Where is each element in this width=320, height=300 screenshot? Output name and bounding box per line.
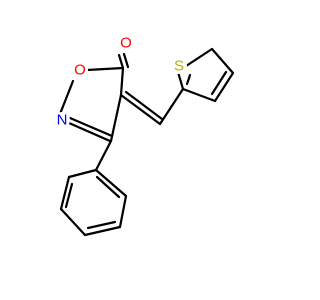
bond-ph-5-6: [118, 194, 128, 229]
bond-thio-c2-c3: [181, 87, 217, 103]
atom-n-bg: [54, 112, 70, 128]
bond-ph-4-5: [83, 225, 122, 237]
bond-thio-s-c2: [176, 70, 185, 91]
bond-c4-c5: [119, 66, 125, 97]
bond-ph-inner-c: [95, 175, 121, 199]
bond-ph-inner-b: [86, 220, 117, 230]
bonds: [58, 47, 235, 237]
atom-s: S: [174, 58, 184, 75]
atom-o-ring-bg: [72, 62, 88, 78]
bond-ph-2-3: [59, 175, 71, 211]
bond-thio-c2-inner: [185, 73, 192, 86]
bond-thio-c3-c4-b: [210, 70, 228, 96]
bond-ph-1-2: [67, 168, 98, 179]
bond-n-c3-outer: [67, 121, 112, 143]
structure-diagram: O O N S: [54, 34, 235, 237]
atom-n: N: [57, 112, 68, 129]
bond-c5-o-carbonyl-a: [117, 53, 125, 70]
bond-n-c3-inner: [68, 116, 114, 138]
atom-o-carbonyl: O: [120, 35, 132, 52]
bond-c4-exo-b: [124, 90, 164, 121]
bond-ph-inner-a: [64, 182, 74, 209]
atom-o-ring: O: [74, 62, 86, 79]
bond-ph-3-4: [59, 207, 87, 237]
bond-c5-o-carbonyl-b: [122, 52, 130, 69]
atom-s-bg: [171, 58, 187, 74]
bond-o-n: [58, 79, 75, 116]
bond-thio-c4-c5: [210, 47, 235, 75]
bond-c4-exo-a: [119, 93, 162, 126]
bond-thio-c5-s: [181, 47, 214, 70]
bond-exo-thiophene: [158, 87, 185, 126]
atom-labels: O O N S: [54, 35, 187, 129]
bond-c3-c4: [109, 93, 123, 143]
atom-o-carbonyl-bg: [118, 35, 134, 51]
bond-thio-c3-c4-a: [213, 71, 235, 103]
bond-ph-6-1: [94, 168, 128, 198]
bond-c5-o-ring: [85, 66, 125, 72]
bond-c3-phenyl: [94, 139, 113, 172]
